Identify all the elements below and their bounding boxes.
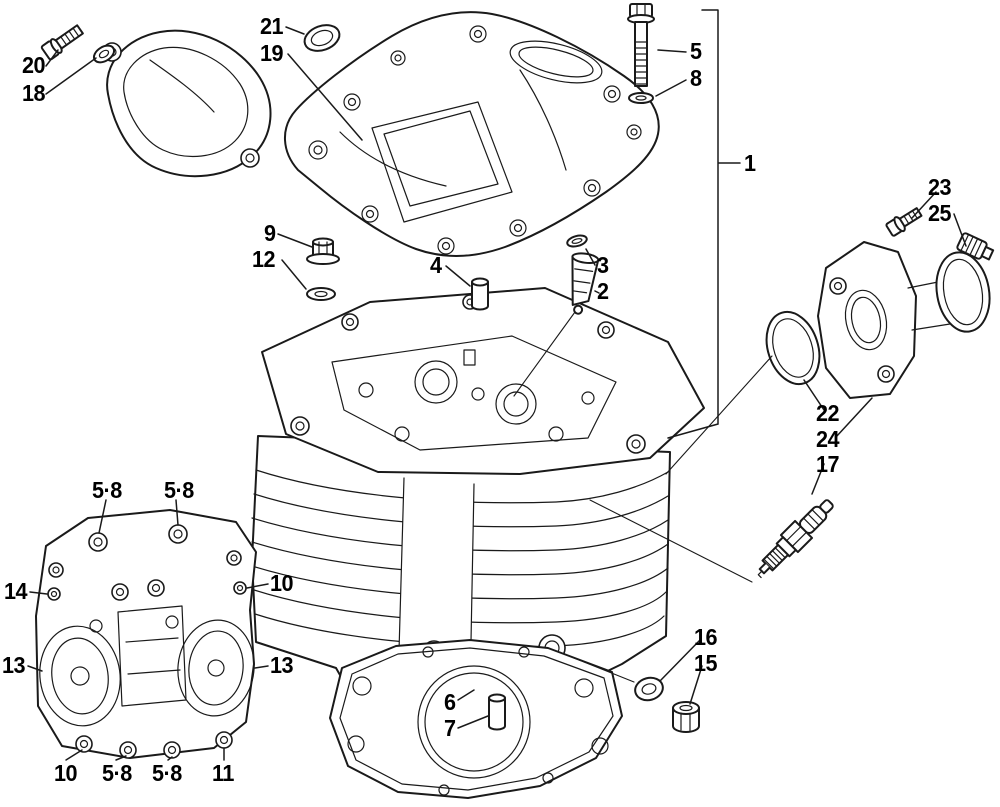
head-gasket-drawing [329,639,623,799]
callout-21: 21 [260,13,284,39]
spark-plug-17-drawing [757,499,834,579]
callout-10-b: 10 [54,760,78,786]
intake-flange-24-drawing [817,241,951,399]
callout-9: 9 [264,220,276,246]
callout-58-c: 5·8 [102,760,132,786]
bolt-23-drawing [885,207,923,237]
callout-17: 17 [816,451,840,477]
callout-58-b: 5·8 [164,477,194,503]
dowel-4-drawing [471,277,489,311]
callout-19: 19 [260,40,284,66]
leader-lines [27,9,967,761]
callout-12: 12 [252,246,276,272]
callout-6: 6 [444,689,456,715]
cylinder-head-drawing [251,287,705,697]
valve-cover-drawing [102,29,272,178]
callout-16: 16 [694,624,718,650]
callout-7: 7 [444,715,456,741]
washer-16-drawing [634,676,664,702]
callout-13-b: 13 [270,652,294,678]
plug-bolt-15-drawing [672,701,700,733]
callout-5: 5 [690,38,702,64]
cover-bottom-view-drawing [35,509,257,759]
head-cover-drawing [283,11,660,257]
washer-8-drawing [628,92,654,104]
cap-21-drawing [303,24,341,52]
callout-20: 20 [22,52,46,78]
callout-18: 18 [22,80,46,106]
callout-23: 23 [928,174,952,200]
callout-11: 11 [212,760,234,786]
callout-4: 4 [430,252,442,278]
washer-12-drawing [306,287,336,301]
callout-25: 25 [928,200,952,226]
o-ring-22-drawing [765,310,821,386]
ring-3-drawing [566,234,588,248]
assembly-lines [513,311,773,683]
bolt-5-drawing [627,3,655,87]
callout-14: 14 [4,578,28,604]
dowel-7-drawing [488,693,506,731]
callout-24: 24 [816,426,840,452]
callout-10-a: 10 [270,570,294,596]
callout-58-d: 5·8 [152,760,182,786]
callout-13-a: 13 [2,652,26,678]
hose-clamp-25-drawing [935,232,995,333]
callout-1: 1 [744,150,756,176]
bracket-1 [667,9,741,439]
bolt-20-drawing [40,24,84,61]
callout-58-a: 5·8 [92,477,122,503]
callout-3: 3 [597,252,609,278]
nut-9-drawing [306,237,340,265]
callout-15: 15 [694,650,718,676]
callout-2: 2 [597,278,609,304]
callout-8: 8 [690,65,702,91]
callout-22: 22 [816,400,840,426]
